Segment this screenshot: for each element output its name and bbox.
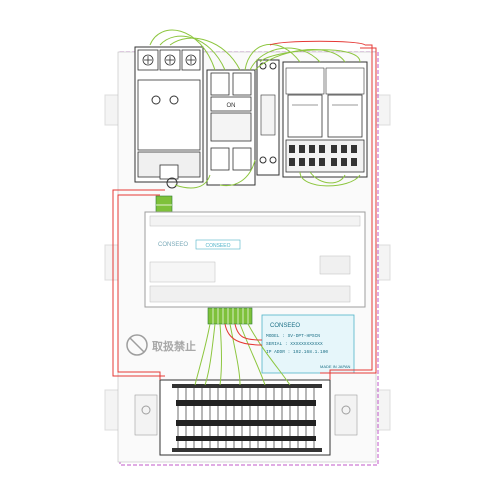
breaker-on-label: ON — [227, 103, 236, 109]
screw-icon — [142, 54, 197, 66]
nameplate-serial: SERIAL : XXXXXXXXXXXX — [266, 341, 323, 347]
controller-logo: CONSEEO — [158, 242, 188, 248]
controller-terminal-strip — [207, 307, 253, 325]
circuit-breaker: ON — [206, 69, 256, 186]
nameplate-origin: MADE IN JAPAN — [320, 364, 350, 369]
spacer-module — [256, 59, 280, 176]
prohibited-icon — [126, 334, 148, 356]
nameplate-brand: CONSEEO — [270, 323, 300, 329]
relay-block — [282, 61, 368, 178]
wires-green — [149, 29, 361, 386]
warning-text: 取扱禁止 — [152, 339, 196, 353]
controller-unit: CONSEEO CONSEEO — [144, 211, 366, 308]
power-supply — [134, 46, 204, 189]
nameplate-ip: IP ADDR : 192.168.1.100 — [266, 349, 328, 355]
warning-sticker: 取扱禁止 — [126, 334, 196, 356]
nameplate: CONSEEO MODEL : SV-DPT-HPSCN SERIAL : XX… — [261, 314, 355, 374]
controller-label-id: CONSEEO — [205, 243, 230, 249]
nameplate-model: MODEL : SV-DPT-HPSCN — [266, 333, 320, 339]
wires-red — [112, 40, 377, 380]
terminal-block-bottom — [134, 379, 358, 456]
